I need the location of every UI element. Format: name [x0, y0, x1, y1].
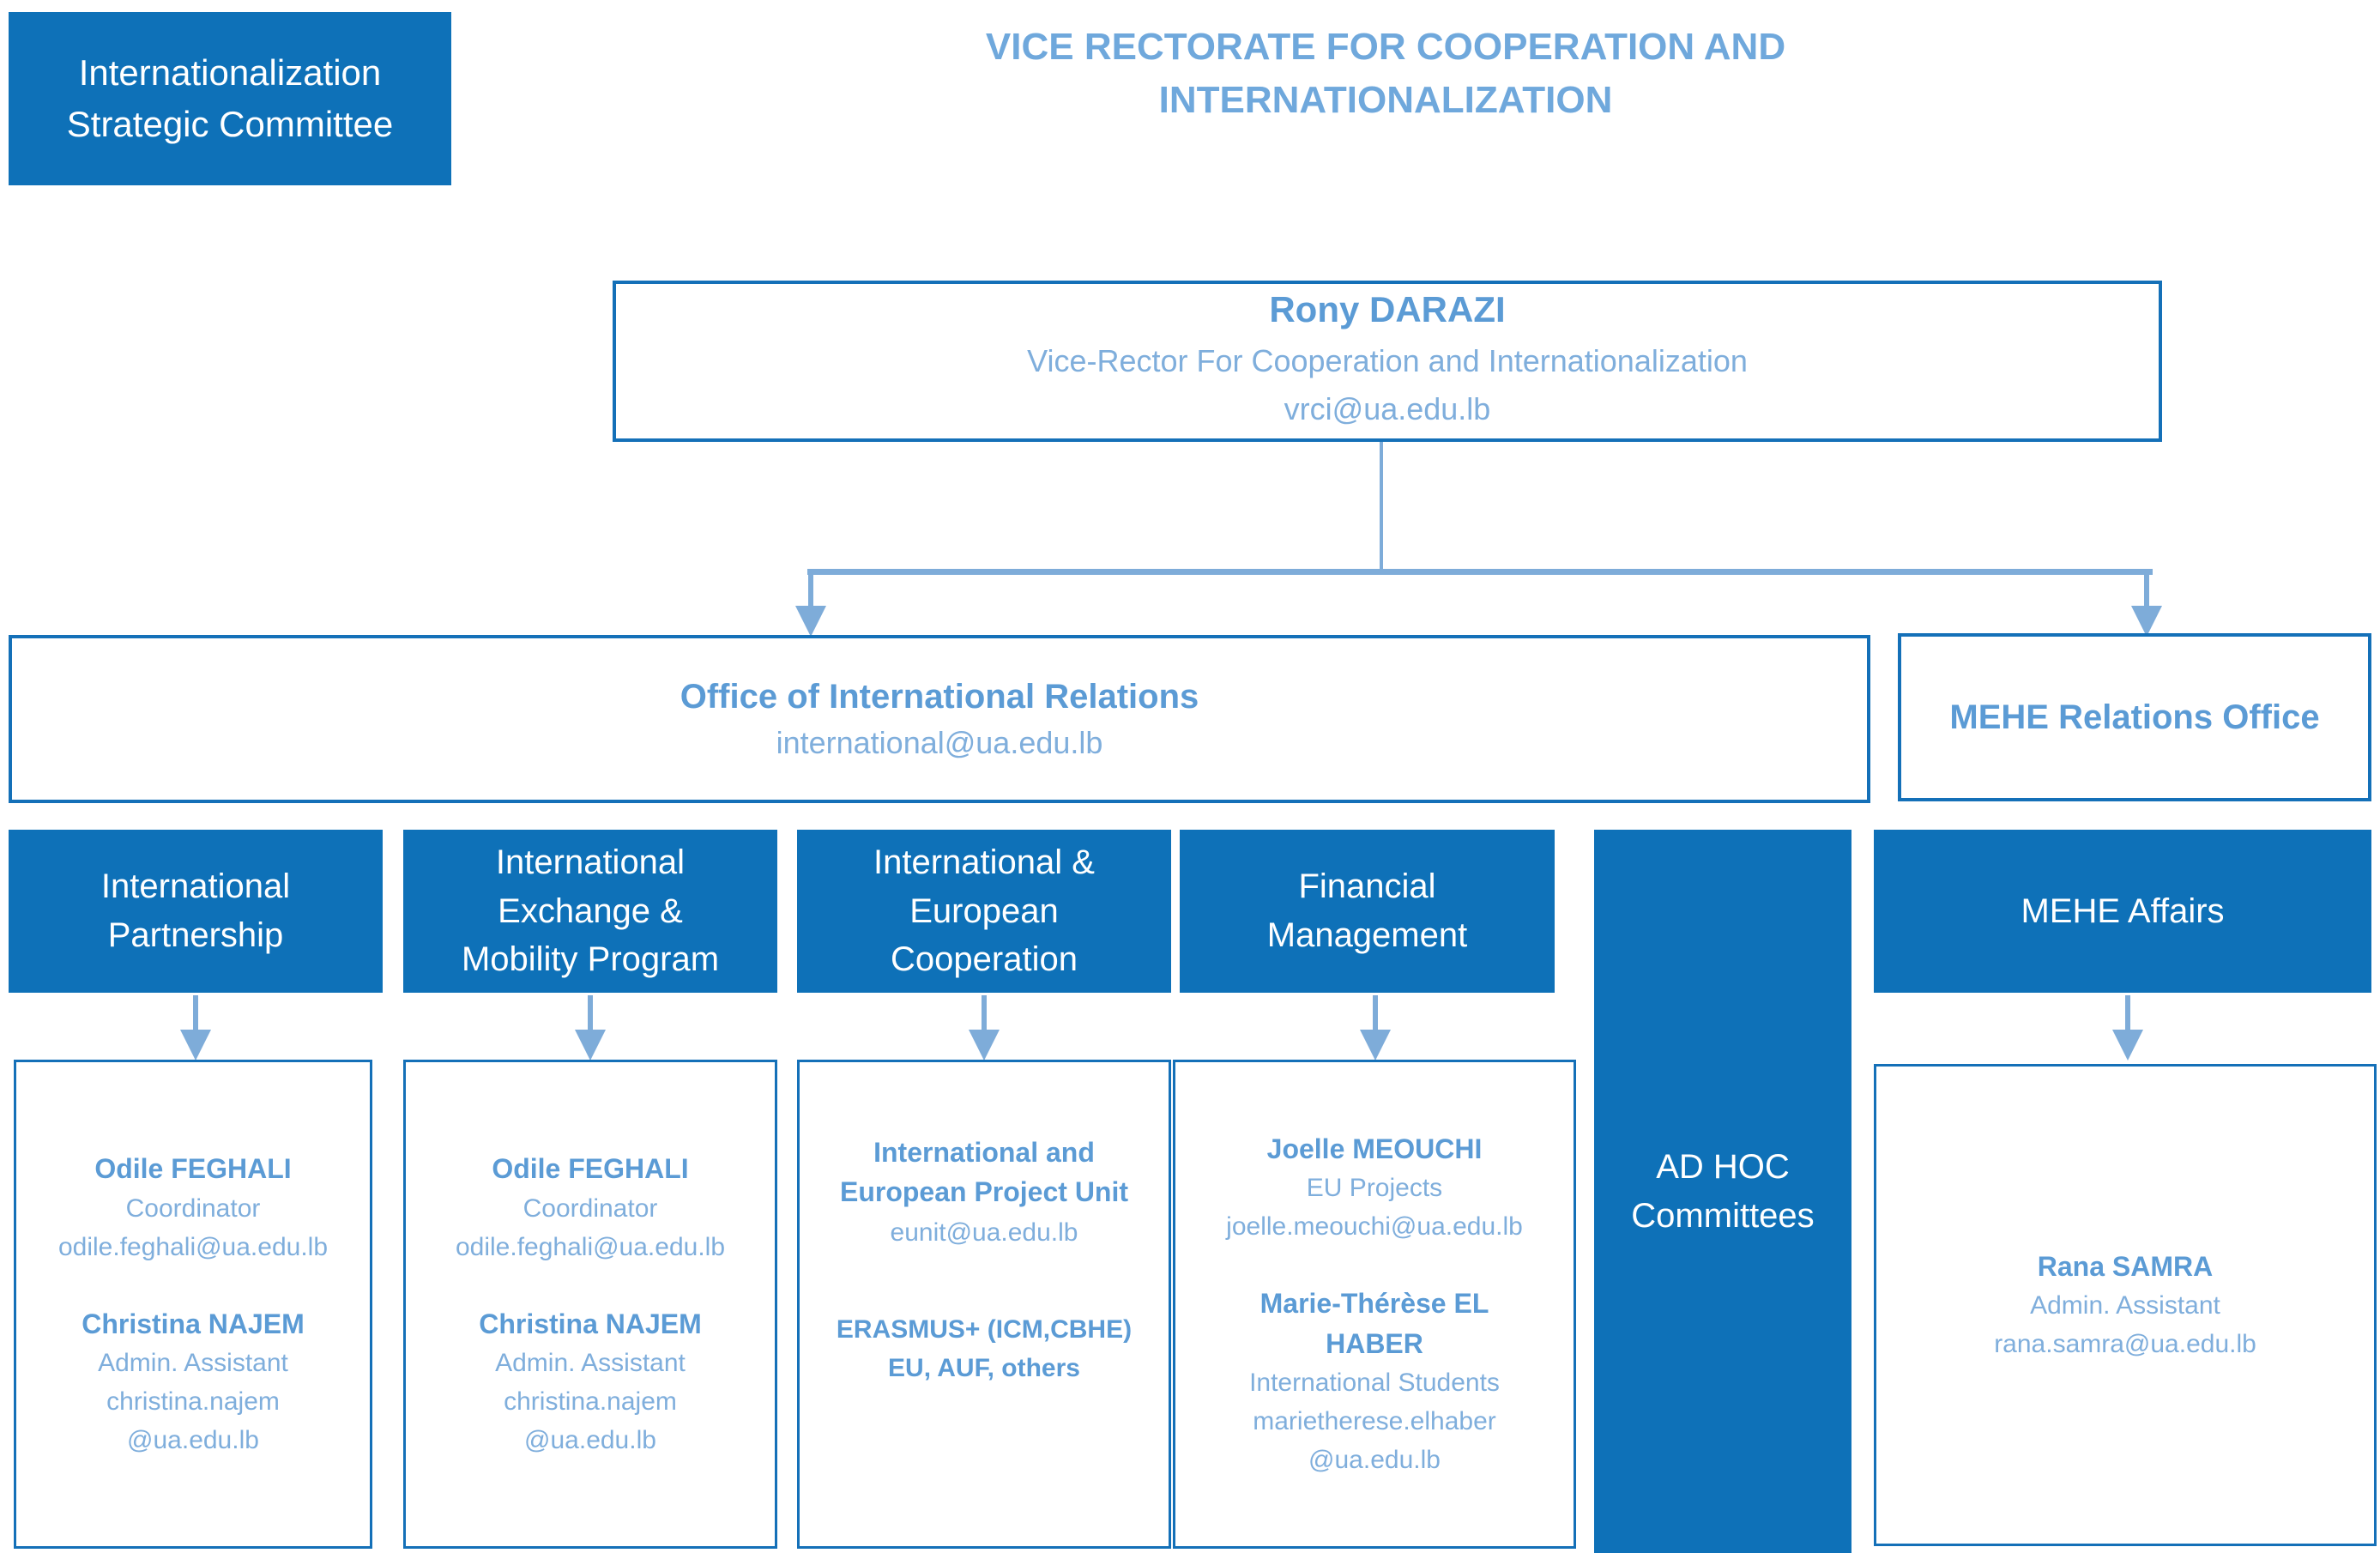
- person-role: Admin. Assistant: [98, 1348, 288, 1377]
- vice-rector-name: Rony DARAZI: [1269, 289, 1506, 330]
- person-email: odile.feghali@ua.edu.lb: [455, 1232, 726, 1261]
- person-name: Christina NAJEM: [82, 1308, 305, 1339]
- project-unit-programs: ERASMUS+ (ICM,CBHE) EU, AUF, others: [836, 1314, 1133, 1382]
- page-title: VICE RECTORATE FOR COOPERATION AND INTER…: [985, 26, 1786, 122]
- mehe-relations-office-box: MEHE Relations Office: [1898, 633, 2371, 801]
- vice-rector-role: Vice-Rector For Cooperation and Internat…: [1027, 343, 1748, 379]
- detail-mehe-affairs-box: Rana SAMRA Admin. Assistant rana.samra@u…: [1874, 1064, 2377, 1546]
- connector-shaft: [588, 995, 593, 1031]
- office-international-relations-email: international@ua.edu.lb: [776, 724, 1103, 760]
- connector-shaft: [982, 995, 987, 1031]
- person-role: EU Projects: [1306, 1174, 1443, 1203]
- project-unit-email: eunit@ua.edu.lb: [890, 1218, 1078, 1247]
- unit-label: International Partnership: [100, 867, 291, 954]
- mehe-relations-office-title: MEHE Relations Office: [1949, 698, 2320, 736]
- person-name: Odile FEGHALI: [492, 1153, 689, 1185]
- connector-left-drop: [808, 571, 813, 611]
- person-role: Coordinator: [523, 1193, 658, 1223]
- person-email: rana.samra@ua.edu.lb: [1994, 1330, 2256, 1359]
- strategic-committee-label: Internationalization Strategic Committee: [66, 52, 394, 144]
- unit-international-partnership: International Partnership: [9, 830, 383, 993]
- unit-financial-management: Financial Management: [1180, 830, 1555, 993]
- down-arrow-icon: [795, 606, 826, 637]
- person-name: Rana SAMRA: [2037, 1250, 2214, 1282]
- detail-project-unit-box: International and European Project Unit …: [797, 1060, 1171, 1549]
- down-arrow-icon: [2112, 1030, 2143, 1061]
- detail-financial-box: Joelle MEOUCHI EU Projects joelle.meouch…: [1173, 1060, 1576, 1549]
- unit-label: Financial Management: [1266, 867, 1468, 954]
- person-email: christina.najem @ua.edu.lb: [504, 1387, 677, 1454]
- unit-international-european-cooperation: International & European Cooperation: [797, 830, 1171, 993]
- strategic-committee-box: Internationalization Strategic Committee: [9, 12, 451, 185]
- person-role: Coordinator: [125, 1193, 261, 1223]
- person-email: christina.najem @ua.edu.lb: [106, 1387, 280, 1454]
- person-role: Admin. Assistant: [495, 1348, 686, 1377]
- down-arrow-icon: [180, 1030, 211, 1061]
- person-name: Marie-Thérèse EL HABER: [1259, 1288, 1489, 1359]
- down-arrow-icon: [969, 1030, 1000, 1061]
- office-international-relations-title: Office of International Relations: [680, 677, 1199, 716]
- vice-rector-email: vrci@ua.edu.lb: [1284, 391, 1491, 426]
- person-role: Admin. Assistant: [2030, 1291, 2220, 1320]
- unit-mehe-affairs: MEHE Affairs: [1874, 830, 2371, 993]
- connector-vline: [1380, 442, 1383, 572]
- down-arrow-icon: [2131, 606, 2162, 637]
- connector-hline: [807, 569, 2153, 575]
- office-international-relations-box: Office of International Relations intern…: [9, 635, 1870, 803]
- person-email: odile.feghali@ua.edu.lb: [57, 1232, 329, 1261]
- connector-right-drop: [2144, 571, 2149, 611]
- unit-label: International Exchange & Mobility Progra…: [461, 843, 720, 979]
- person-name: Odile FEGHALI: [94, 1153, 292, 1185]
- detail-exchange-box: Odile FEGHALI Coordinator odile.feghali@…: [403, 1060, 777, 1549]
- connector-shaft: [2125, 995, 2130, 1031]
- connector-shaft: [193, 995, 198, 1031]
- person-name: Christina NAJEM: [479, 1308, 702, 1339]
- unit-ad-hoc-committees: AD HOC Committees: [1594, 830, 1851, 1553]
- person-role: International Students: [1249, 1369, 1500, 1398]
- person-email: marietherese.elhaber @ua.edu.lb: [1253, 1407, 1496, 1475]
- vice-rector-box: Rony DARAZI Vice-Rector For Cooperation …: [613, 281, 2162, 442]
- connector-shaft: [1373, 995, 1378, 1031]
- unit-exchange-mobility: International Exchange & Mobility Progra…: [403, 830, 777, 993]
- person-name: Joelle MEOUCHI: [1266, 1133, 1483, 1164]
- unit-label: International & European Cooperation: [873, 843, 1095, 979]
- detail-partnership-box: Odile FEGHALI Coordinator odile.feghali@…: [14, 1060, 372, 1549]
- down-arrow-icon: [1360, 1030, 1391, 1061]
- unit-label: AD HOC Committees: [1631, 1147, 1815, 1235]
- down-arrow-icon: [575, 1030, 606, 1061]
- project-unit-title: International and European Project Unit: [839, 1137, 1129, 1208]
- unit-label: MEHE Affairs: [2021, 891, 2225, 930]
- person-email: joelle.meouchi@ua.edu.lb: [1226, 1212, 1523, 1242]
